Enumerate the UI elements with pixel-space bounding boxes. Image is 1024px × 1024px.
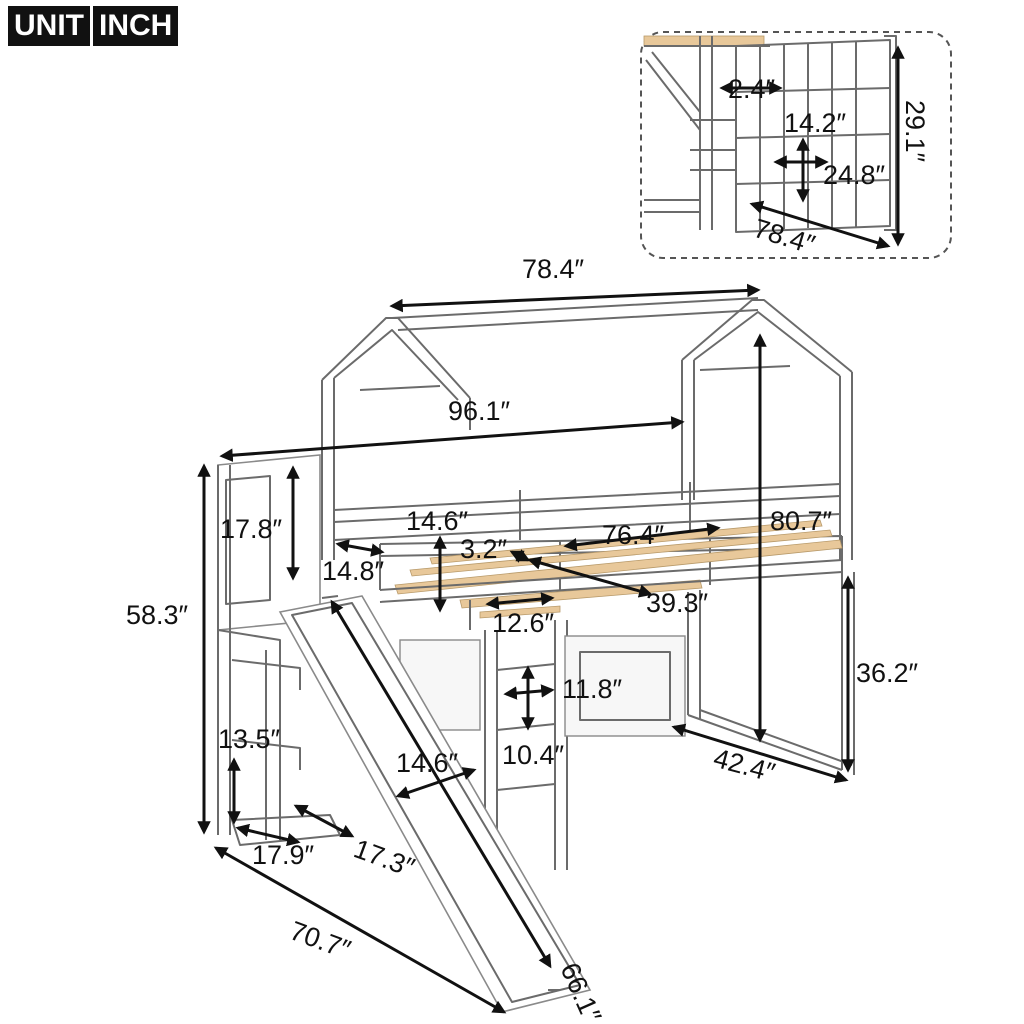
right-legs: [687, 572, 855, 775]
platform-width-label: 14.8″: [322, 556, 385, 586]
unit-badge: UNIT INCH: [8, 6, 179, 46]
slide-width-label: 14.6″: [396, 748, 459, 778]
under-bed-cabinet: [399, 635, 686, 737]
rail-length-label: 39.3″: [646, 588, 709, 618]
main-dimensions: [197, 283, 855, 1014]
inset-shelf-depth: 2.4″: [728, 74, 776, 104]
roof-length-label: 78.4″: [522, 254, 585, 284]
unit-label: UNIT: [14, 9, 84, 42]
cabinet-width-label: 11.8″: [562, 674, 623, 704]
top-gap-label: 14.6″: [406, 506, 469, 536]
clearance-height-label: 36.2″: [856, 658, 919, 688]
inset-dimensions: [719, 45, 905, 250]
inch-label: INCH: [99, 9, 173, 42]
tower-height-label: 17.8″: [220, 514, 283, 544]
overall-height-label: 58.3″: [126, 600, 189, 630]
badge-separator: [90, 6, 93, 46]
cabinet-height-label: 10.4″: [502, 740, 565, 770]
bed-height-label: 80.7″: [770, 506, 833, 536]
step-depth-label: 17.9″: [252, 840, 315, 870]
inset-shelf-height: 24.8″: [823, 160, 886, 190]
inset-total-height: 29.1″: [900, 100, 930, 163]
roof-crossbars: [359, 365, 791, 391]
frame-width-label: 42.4″: [710, 743, 778, 788]
bed-length-label: 76.4″: [602, 520, 665, 550]
step-height-label: 13.5″: [218, 724, 281, 754]
inset-panel: 2.4″ 14.2″ 24.8″ 78.4″ 29.1″: [640, 31, 952, 260]
overall-length-label: 96.1″: [448, 396, 511, 426]
slat-gap-label: 3.2″: [460, 534, 508, 564]
slat-width-label: 12.6″: [492, 608, 555, 638]
inset-shelf-width: 14.2″: [784, 108, 847, 138]
